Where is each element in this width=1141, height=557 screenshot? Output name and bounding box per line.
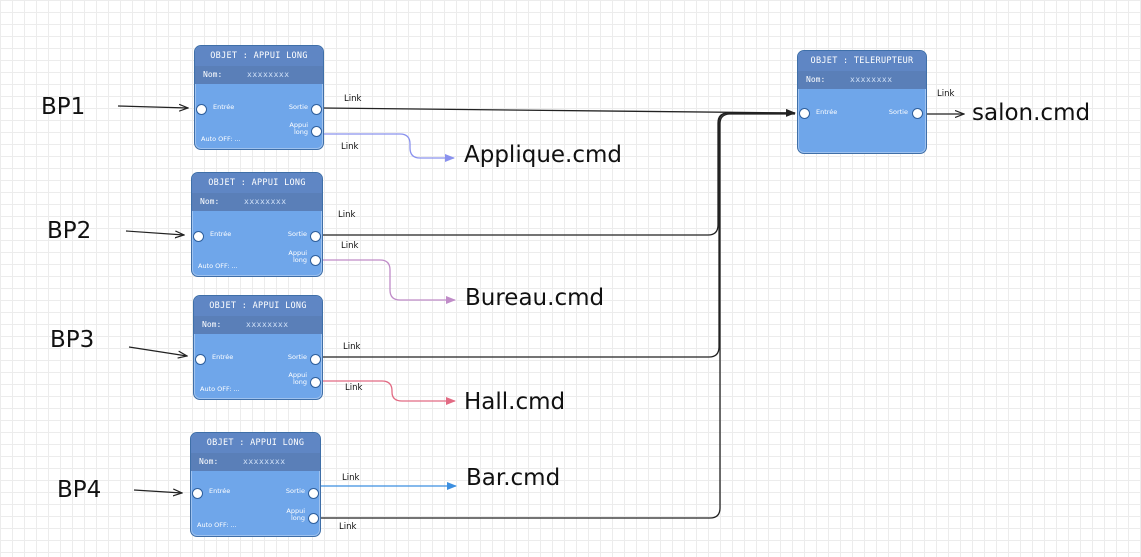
sortie-port[interactable] [311, 104, 322, 115]
appui-long-port-label: Appui long [288, 249, 307, 264]
sortie-port-label: Sortie [285, 487, 305, 495]
node-body: Entrée Sortie Appui long Auto OFF: ... [194, 334, 322, 399]
node-title: OBJET : TELERUPTEUR [798, 51, 926, 71]
link-label: Link [343, 342, 361, 352]
sortie-port[interactable] [912, 108, 923, 119]
bp3-arrow [128, 346, 187, 356]
node-title: OBJET : APPUI LONG [194, 296, 322, 316]
node-title: OBJET : APPUI LONG [191, 433, 320, 453]
node-name-row: Nom: xxxxxxxx [194, 316, 322, 334]
entree-port[interactable] [192, 488, 203, 499]
telerupteur-node[interactable]: OBJET : TELERUPTEUR Nom: xxxxxxxx Entrée… [797, 50, 927, 154]
sortie-port[interactable] [310, 354, 321, 365]
entree-port[interactable] [195, 354, 206, 365]
appui-long-port-label: Appui long [288, 371, 307, 386]
appui-long-node-2[interactable]: OBJET : APPUI LONG Nom: xxxxxxxx Entrée … [191, 172, 323, 277]
input-label-bp3: BP3 [50, 327, 95, 353]
output-label-applique: Applique.cmd [464, 142, 623, 168]
appui-long-node-1[interactable]: OBJET : APPUI LONG Nom: xxxxxxxx Entrée … [194, 45, 324, 150]
node-name-row: Nom: xxxxxxxx [192, 193, 322, 211]
link-label: Link [338, 210, 356, 220]
output-label-bureau: Bureau.cmd [465, 285, 605, 311]
node-name-label: Nom: [806, 75, 826, 84]
output-label-hall: Hall.cmd [464, 389, 566, 415]
auto-off-label: Auto OFF: ... [200, 385, 240, 393]
bp4-arrow [133, 490, 182, 493]
bp2-arrow [125, 231, 184, 235]
node-name-value: xxxxxxxx [243, 457, 286, 466]
entree-port[interactable] [193, 231, 204, 242]
node-body: Entrée Sortie [798, 89, 926, 153]
output-label-bar: Bar.cmd [466, 465, 561, 491]
entree-port-label: Entrée [816, 108, 838, 116]
node-title: OBJET : APPUI LONG [195, 46, 323, 66]
node-body: Entrée Sortie Appui long Auto OFF: ... [192, 211, 322, 276]
node-name-value: xxxxxxxx [246, 320, 289, 329]
node-title: OBJET : APPUI LONG [192, 173, 322, 193]
node-body: Entrée Sortie Appui long Auto OFF: ... [191, 471, 320, 536]
entree-port-label: Entrée [210, 230, 232, 238]
appui-long-port[interactable] [310, 255, 321, 266]
appui-long-port[interactable] [310, 377, 321, 388]
node-name-value: xxxxxxxx [850, 75, 893, 84]
node-name-row: Nom: xxxxxxxx [195, 66, 323, 84]
link-label: Link [341, 142, 359, 152]
entree-port-label: Entrée [213, 103, 235, 111]
wire-bp2-long-to-bureau [321, 259, 456, 304]
sortie-port-label: Sortie [888, 108, 908, 116]
sortie-port-label: Sortie [288, 103, 308, 111]
wire-bp3-long-to-hall [321, 380, 456, 405]
node-name-label: Nom: [202, 320, 222, 329]
sortie-port[interactable] [308, 488, 319, 499]
appui-long-node-3[interactable]: OBJET : APPUI LONG Nom: xxxxxxxx Entrée … [193, 295, 323, 400]
link-label: Link [341, 241, 359, 251]
node-name-row: Nom: xxxxxxxx [191, 453, 320, 471]
link-label: Link [342, 473, 360, 483]
node-name-row: Nom: xxxxxxxx [798, 71, 926, 89]
appui-long-port-label: Appui long [286, 507, 305, 522]
link-label: Link [339, 522, 357, 532]
appui-long-port[interactable] [311, 126, 322, 137]
link-label: Link [937, 89, 955, 99]
node-name-label: Nom: [203, 70, 223, 79]
appui-long-port-label: Appui long [289, 121, 308, 136]
auto-off-label: Auto OFF: ... [201, 135, 241, 143]
wire-bp4-long-to-telerupteur [319, 113, 795, 519]
wire-bp3-sortie-to-telerupteur [321, 112, 795, 358]
node-body: Entrée Sortie Appui long Auto OFF: ... [195, 84, 323, 149]
entree-port-label: Entrée [209, 487, 231, 495]
node-name-label: Nom: [200, 197, 220, 206]
input-label-bp1: BP1 [41, 94, 86, 120]
wire-bp1-long-to-applique [322, 133, 455, 162]
sortie-port-label: Sortie [287, 353, 307, 361]
wire-bp2-sortie-to-telerupteur [321, 112, 795, 236]
sortie-port[interactable] [310, 231, 321, 242]
link-label: Link [344, 94, 362, 104]
link-label: Link [345, 383, 363, 393]
auto-off-label: Auto OFF: ... [197, 521, 237, 529]
entree-port[interactable] [799, 108, 810, 119]
bp1-arrow [117, 106, 188, 108]
appui-long-port[interactable] [308, 513, 319, 524]
node-name-label: Nom: [199, 457, 219, 466]
node-name-value: xxxxxxxx [244, 197, 287, 206]
node-name-value: xxxxxxxx [247, 70, 290, 79]
entree-port[interactable] [196, 104, 207, 115]
input-label-bp4: BP4 [57, 477, 102, 503]
appui-long-node-4[interactable]: OBJET : APPUI LONG Nom: xxxxxxxx Entrée … [190, 432, 321, 537]
auto-off-label: Auto OFF: ... [198, 262, 238, 270]
input-label-bp2: BP2 [47, 218, 92, 244]
entree-port-label: Entrée [212, 353, 234, 361]
sortie-port-label: Sortie [287, 230, 307, 238]
wire-bp1-sortie-to-telerupteur [321, 107, 796, 117]
output-label-salon: salon.cmd [972, 100, 1091, 126]
